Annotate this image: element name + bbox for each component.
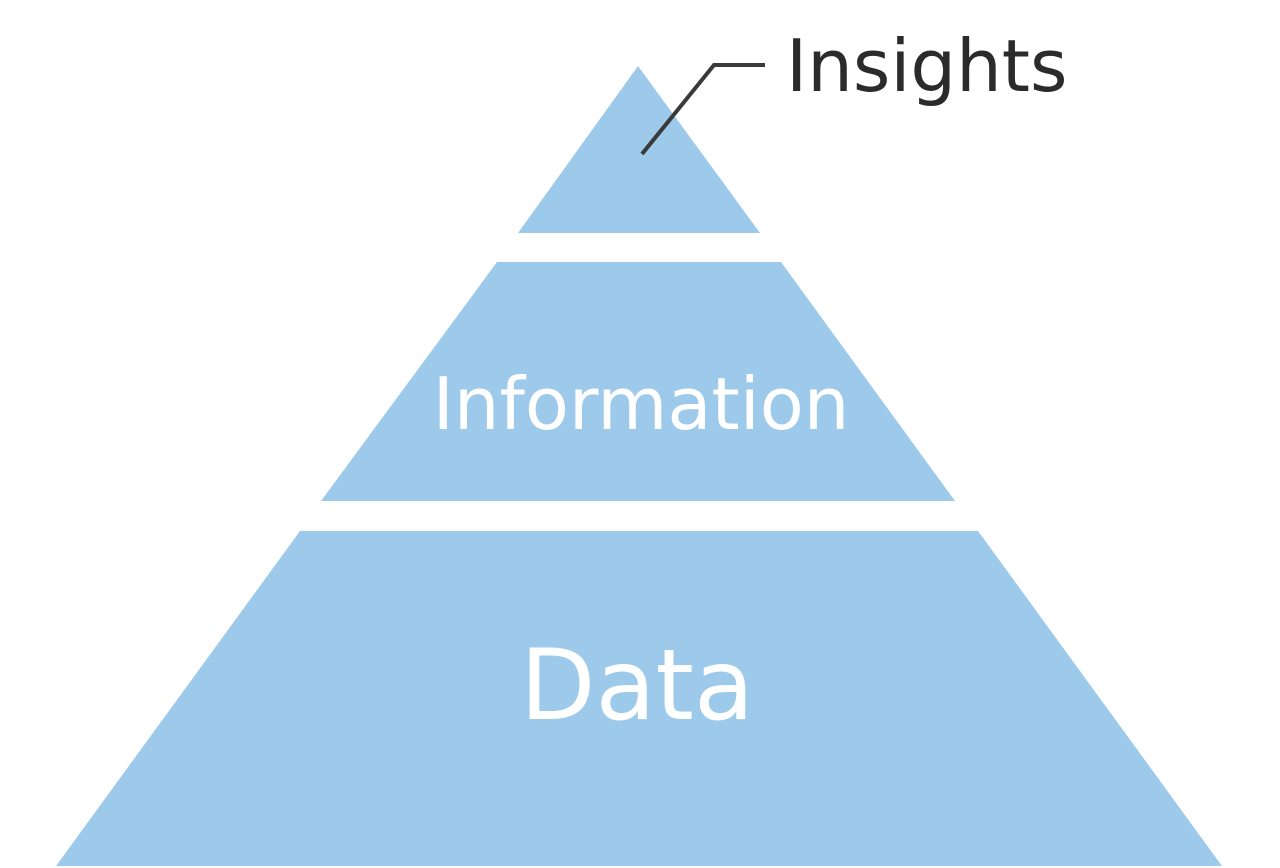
callout-label: Insights xyxy=(786,24,1067,108)
tier-middle-label: Information xyxy=(433,362,850,446)
tier-bottom-label: Data xyxy=(520,629,754,743)
callout-leader-line xyxy=(640,63,765,156)
tier-bottom xyxy=(56,531,1222,866)
tier-top xyxy=(518,66,760,233)
tier-middle xyxy=(321,262,955,501)
